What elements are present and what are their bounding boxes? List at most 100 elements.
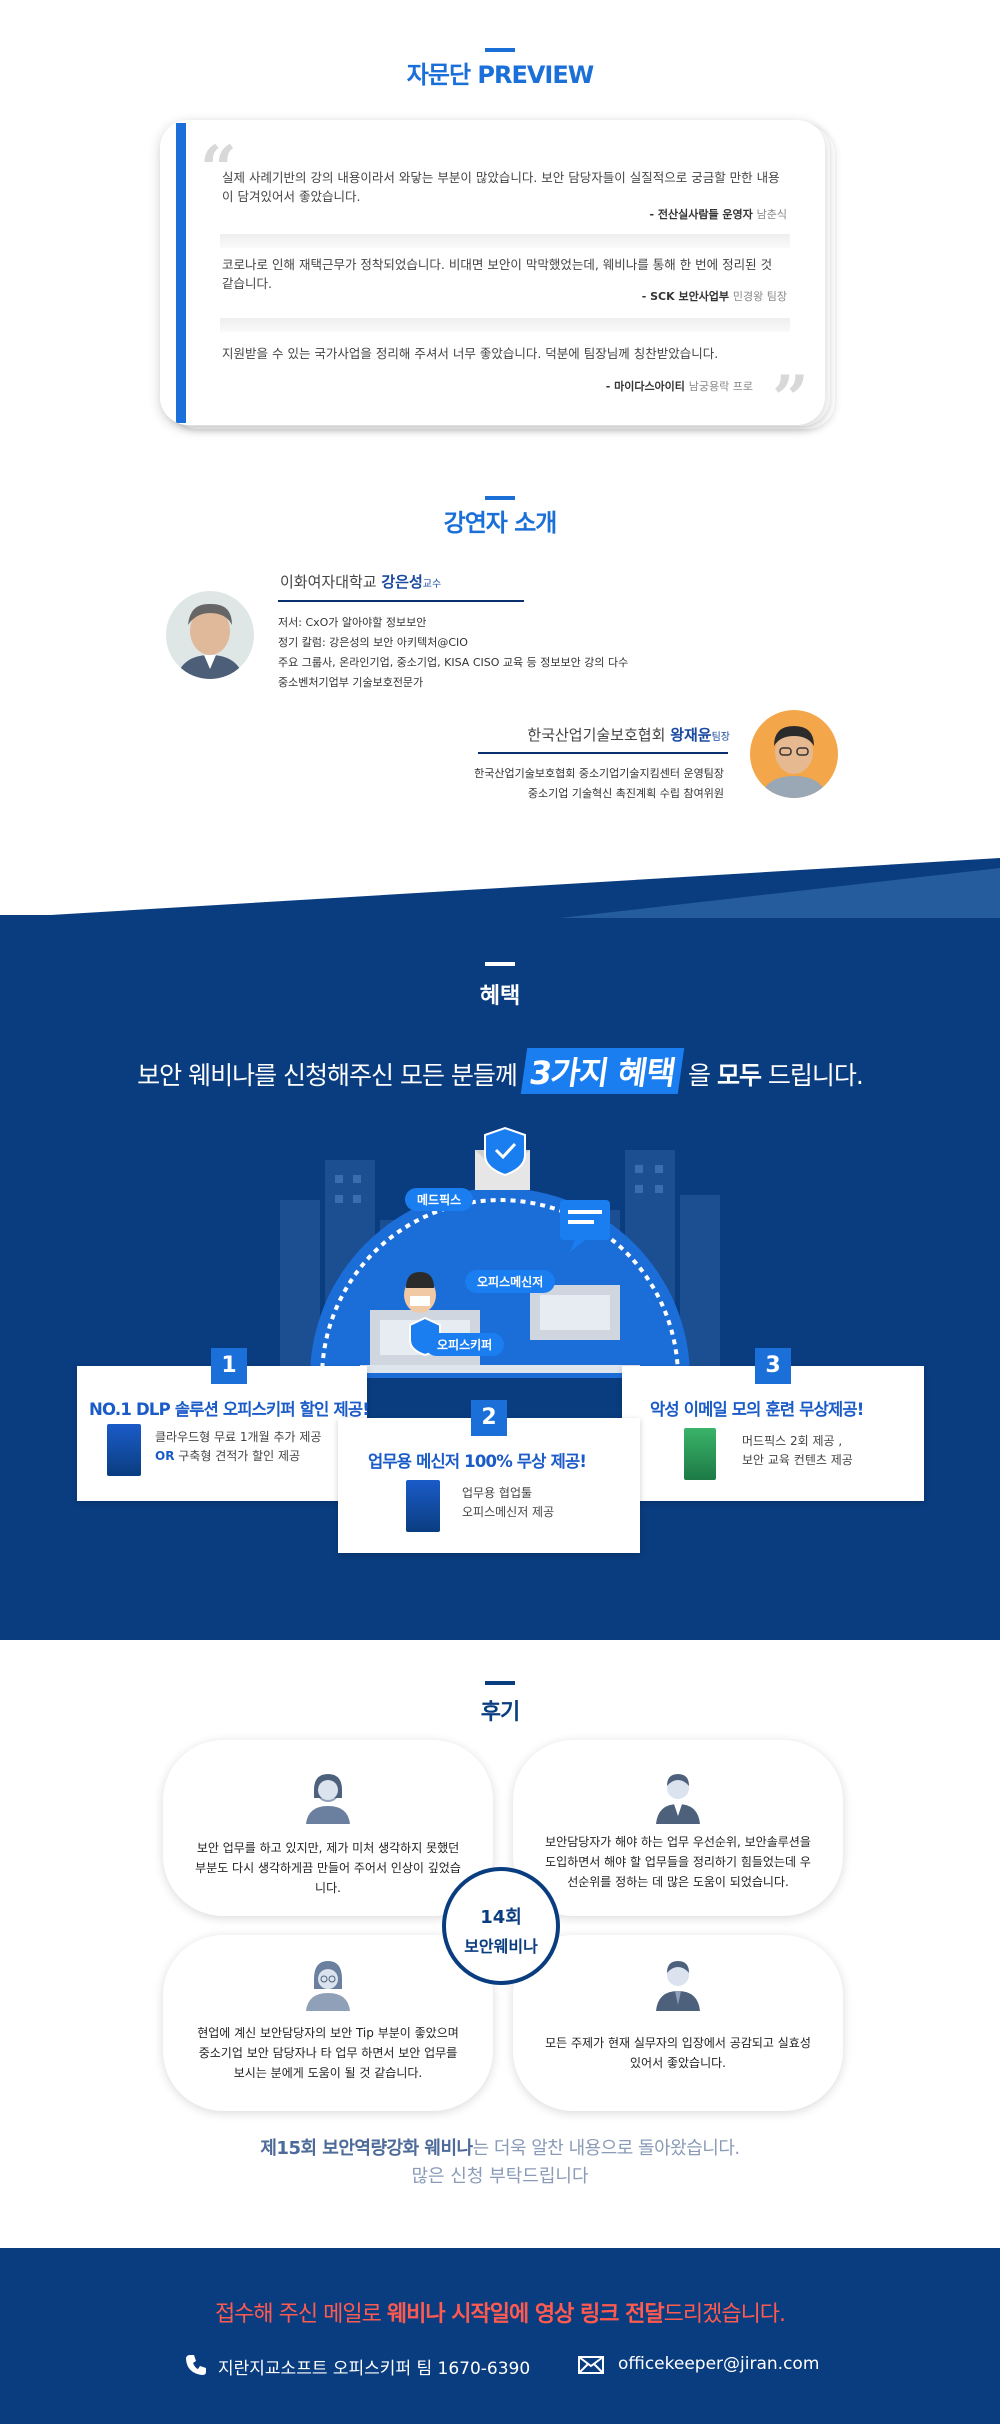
preview-text: 코로나로 인해 재택근무가 정착되었습니다. 비대면 보안이 막막했었는데, 웨… <box>222 257 773 291</box>
closing-line-1: 제15회 보안역량강화 웨비나는 더욱 알찬 내용으로 돌아왔습니다. <box>0 2134 1000 2160</box>
section-bar <box>485 48 515 52</box>
speaker-2-name: 한국산업기술보호협회 왕재윤팀장 <box>527 724 730 745</box>
speaker-rule <box>278 600 524 602</box>
notice-text: 접수해 주신 메일로 <box>214 2302 387 2327</box>
speaker-desc-line: 주요 그룹사, 온라인기업, 중소기업, KISA CISO 교육 등 정보보안… <box>278 656 629 669</box>
speaker-name: 왕재윤 <box>670 726 712 744</box>
badge-line: 보안웨비나 <box>464 1937 538 1956</box>
preview-title: 자문단 PREVIEW <box>406 61 594 89</box>
footer-email[interactable]: officekeeper@jiran.com <box>618 2354 820 2374</box>
review-text: 보안담당자가 해야 하는 업무 우선순위, 보안솔루션을 도입하면서 해야 할 … <box>545 1835 811 1889</box>
notice-bold: 웨비나 시작일에 영상 링크 전달 <box>386 2302 665 2327</box>
card-stripe <box>176 123 186 423</box>
benefit-card-2: 2 업무용 메신저 100% 무상 제공! 업무용 협업툴 오피스메신저 제공 <box>338 1400 640 1553</box>
benefit-illustration <box>280 1126 720 1379</box>
author-name: 남궁용락 프로 <box>688 380 753 393</box>
speaker-role: 팀장 <box>711 732 730 743</box>
mail-icon <box>578 2356 604 2374</box>
review-card-1: 보안 업무를 하고 있지만, 제가 미처 생각하지 못했던 부분도 다시 생각하… <box>163 1740 493 1916</box>
headline-text: 보안 웨비나를 신청해주신 모든 분들께 <box>137 1061 524 1090</box>
footer-notice: 접수해 주신 메일로 웨비나 시작일에 영상 링크 전달드리겠습니다. <box>0 2296 1000 2328</box>
divider <box>220 318 790 332</box>
preview-card-stack: “ ” 실제 사례기반의 강의 내용이라서 와닿는 부분이 많았습니다. 보안 … <box>160 120 840 429</box>
benefit-card-3: 3 악성 이메일 모의 훈련 무상제공! 머드픽스 2회 제공 , 보안 교육 … <box>622 1348 924 1501</box>
speaker-1-photo <box>166 591 254 679</box>
desc-line: OR 구축형 견적가 할인 제공 <box>155 1447 321 1466</box>
speaker-name: 강은성 <box>381 573 423 591</box>
speaker-2-photo <box>750 710 838 798</box>
author-name: 민경왕 팀장 <box>732 290 787 303</box>
review-card-3: 현업에 계신 보안담당자의 보안 Tip 부분이 좋았으며 중소기업 보안 담당… <box>163 1935 493 2111</box>
headline-text: 을 <box>681 1061 717 1090</box>
benefit-headline: 보안 웨비나를 신청해주신 모든 분들께 3가지 혜택 을 모두 드립니다. <box>0 1048 1000 1094</box>
speaker-2-desc: 한국산업기술보호협회 중소기업기술지킴센터 운영팀장 중소기업 기술혁신 촉진계… <box>474 764 724 804</box>
footer-phone: 지란지교소프트 오피스키퍼 팀 1670-6390 <box>218 2359 531 2379</box>
benefit-card-title: 업무용 메신저 100% 무상 제공! <box>368 1452 587 1471</box>
speaker-role: 교수 <box>422 579 442 590</box>
section-bar <box>485 1681 515 1685</box>
badge-line: 14회 <box>480 1907 522 1928</box>
benefit-card-1: 1 NO.1 DLP 솔루션 오피스키퍼 할인 제공! 클라우드형 무료 1개월… <box>77 1348 370 1501</box>
woman-avatar-icon <box>306 1774 350 1824</box>
speaker-org: 이화여자대학교 <box>280 573 382 591</box>
preview-card: “ ” 실제 사례기반의 강의 내용이라서 와닿는 부분이 많았습니다. 보안 … <box>160 120 825 425</box>
review-text: 모든 주제가 현재 실무자의 입장에서 공감되고 실효성 있어서 좋았습니다. <box>545 2036 811 2070</box>
preview-text: 지원받을 수 있는 국가사업을 정리해 주셔서 너무 좋았습니다. 덕분에 팀장… <box>222 346 719 361</box>
benefit-number: 2 <box>471 1400 507 1436</box>
benefit-card-desc: 머드픽스 2회 제공 , 보안 교육 컨텐츠 제공 <box>742 1432 853 1470</box>
diagonal-band <box>0 858 1000 918</box>
desc-line: 오피스메신저 제공 <box>462 1505 555 1519</box>
desc-line: 머드픽스 2회 제공 , <box>742 1434 843 1448</box>
benefit-card-desc: 업무용 협업툴 오피스메신저 제공 <box>462 1484 554 1522</box>
speaker-desc-line: 한국산업기술보호협회 중소기업기술지킴센터 운영팀장 <box>474 767 724 780</box>
notice-text: 드리겠습니다. <box>663 2302 786 2327</box>
speakers-title: 강연자 소개 <box>443 509 558 537</box>
benefit-card-desc: 클라우드형 무료 1개월 추가 제공 OR 구축형 견적가 할인 제공 <box>155 1428 321 1466</box>
footer <box>0 2248 1000 2424</box>
mudfix-book-icon <box>684 1428 716 1480</box>
author-org: - 마이다스아이티 <box>605 380 685 393</box>
mail-label: 메드픽스 <box>405 1188 474 1211</box>
closing-bold: 제15회 보안역량강화 웨비나 <box>260 2138 473 2159</box>
speaker-1-desc: 저서: CxO가 알아야할 정보보안 정기 칼럼: 강은성의 보안 아키텍처@C… <box>278 613 628 693</box>
benefit-card-title: 악성 이메일 모의 훈련 무상제공! <box>650 1400 864 1419</box>
benefit-card-title: NO.1 DLP 솔루션 오피스키퍼 할인 제공! <box>89 1400 370 1419</box>
speaker-desc-line: 중소기업 기술혁신 촉진계획 수립 참여위원 <box>527 787 724 800</box>
benefit-number: 3 <box>755 1348 791 1384</box>
messenger-label: 오피스메신저 <box>465 1270 556 1293</box>
benefit-title: 혜택 <box>479 984 521 1009</box>
man-tie-avatar-icon <box>656 1961 700 2011</box>
desc-highlight: OR <box>155 1449 175 1463</box>
section-bar <box>485 962 515 966</box>
preview-text: 실제 사례기반의 강의 내용이라서 와닿는 부분이 많았습니다. 보안 담당자들… <box>222 170 780 204</box>
preview-author: - SCK 보안사업부 민경왕 팀장 <box>642 288 787 304</box>
review-card-2: 보안담당자가 해야 하는 업무 우선순위, 보안솔루션을 도입하면서 해야 할 … <box>513 1740 843 1916</box>
closing-text: 는 더욱 알찬 내용으로 돌아왔습니다. <box>472 2138 741 2159</box>
preview-author: - 전산실사람들 운영자 남춘식 <box>649 206 787 222</box>
author-org: - SCK 보안사업부 <box>641 290 730 303</box>
author-name: 남춘식 <box>756 208 787 221</box>
review-card-4: 모든 주제가 현재 실무자의 입장에서 공감되고 실효성 있어서 좋았습니다. <box>513 1935 843 2111</box>
officekeeper-box-icon <box>107 1424 141 1476</box>
divider <box>220 234 790 248</box>
desc-line: 업무용 협업툴 <box>462 1486 533 1500</box>
glasses-woman-avatar-icon <box>306 1961 350 2011</box>
speaker-desc-line: 저서: CxO가 알아야할 정보보안 <box>278 616 427 629</box>
man-avatar-icon <box>656 1774 700 1824</box>
speaker-org: 한국산업기술보호협회 <box>527 726 671 744</box>
reviews-title: 후기 <box>480 1700 520 1725</box>
desc-line: 클라우드형 무료 1개월 추가 제공 <box>155 1430 322 1444</box>
headline-text: 드립니다. <box>760 1061 864 1090</box>
open-quote-icon: “ <box>200 132 237 207</box>
desc-line: 보안 교육 컨텐츠 제공 <box>742 1453 853 1467</box>
speaker-desc-line: 중소벤처기업부 기술보호전문가 <box>278 676 424 689</box>
speaker-1-name: 이화여자대학교 강은성교수 <box>280 571 441 592</box>
keeper-label: 오피스키퍼 <box>425 1333 505 1356</box>
preview-author: - 마이다스아이티 남궁용락 프로 <box>606 378 753 394</box>
phone-icon <box>186 2355 206 2375</box>
officemessenger-box-icon <box>406 1480 440 1532</box>
benefit-number: 1 <box>211 1348 247 1384</box>
speaker-rule <box>478 752 728 754</box>
headline-highlight: 3가지 혜택 <box>520 1048 685 1094</box>
